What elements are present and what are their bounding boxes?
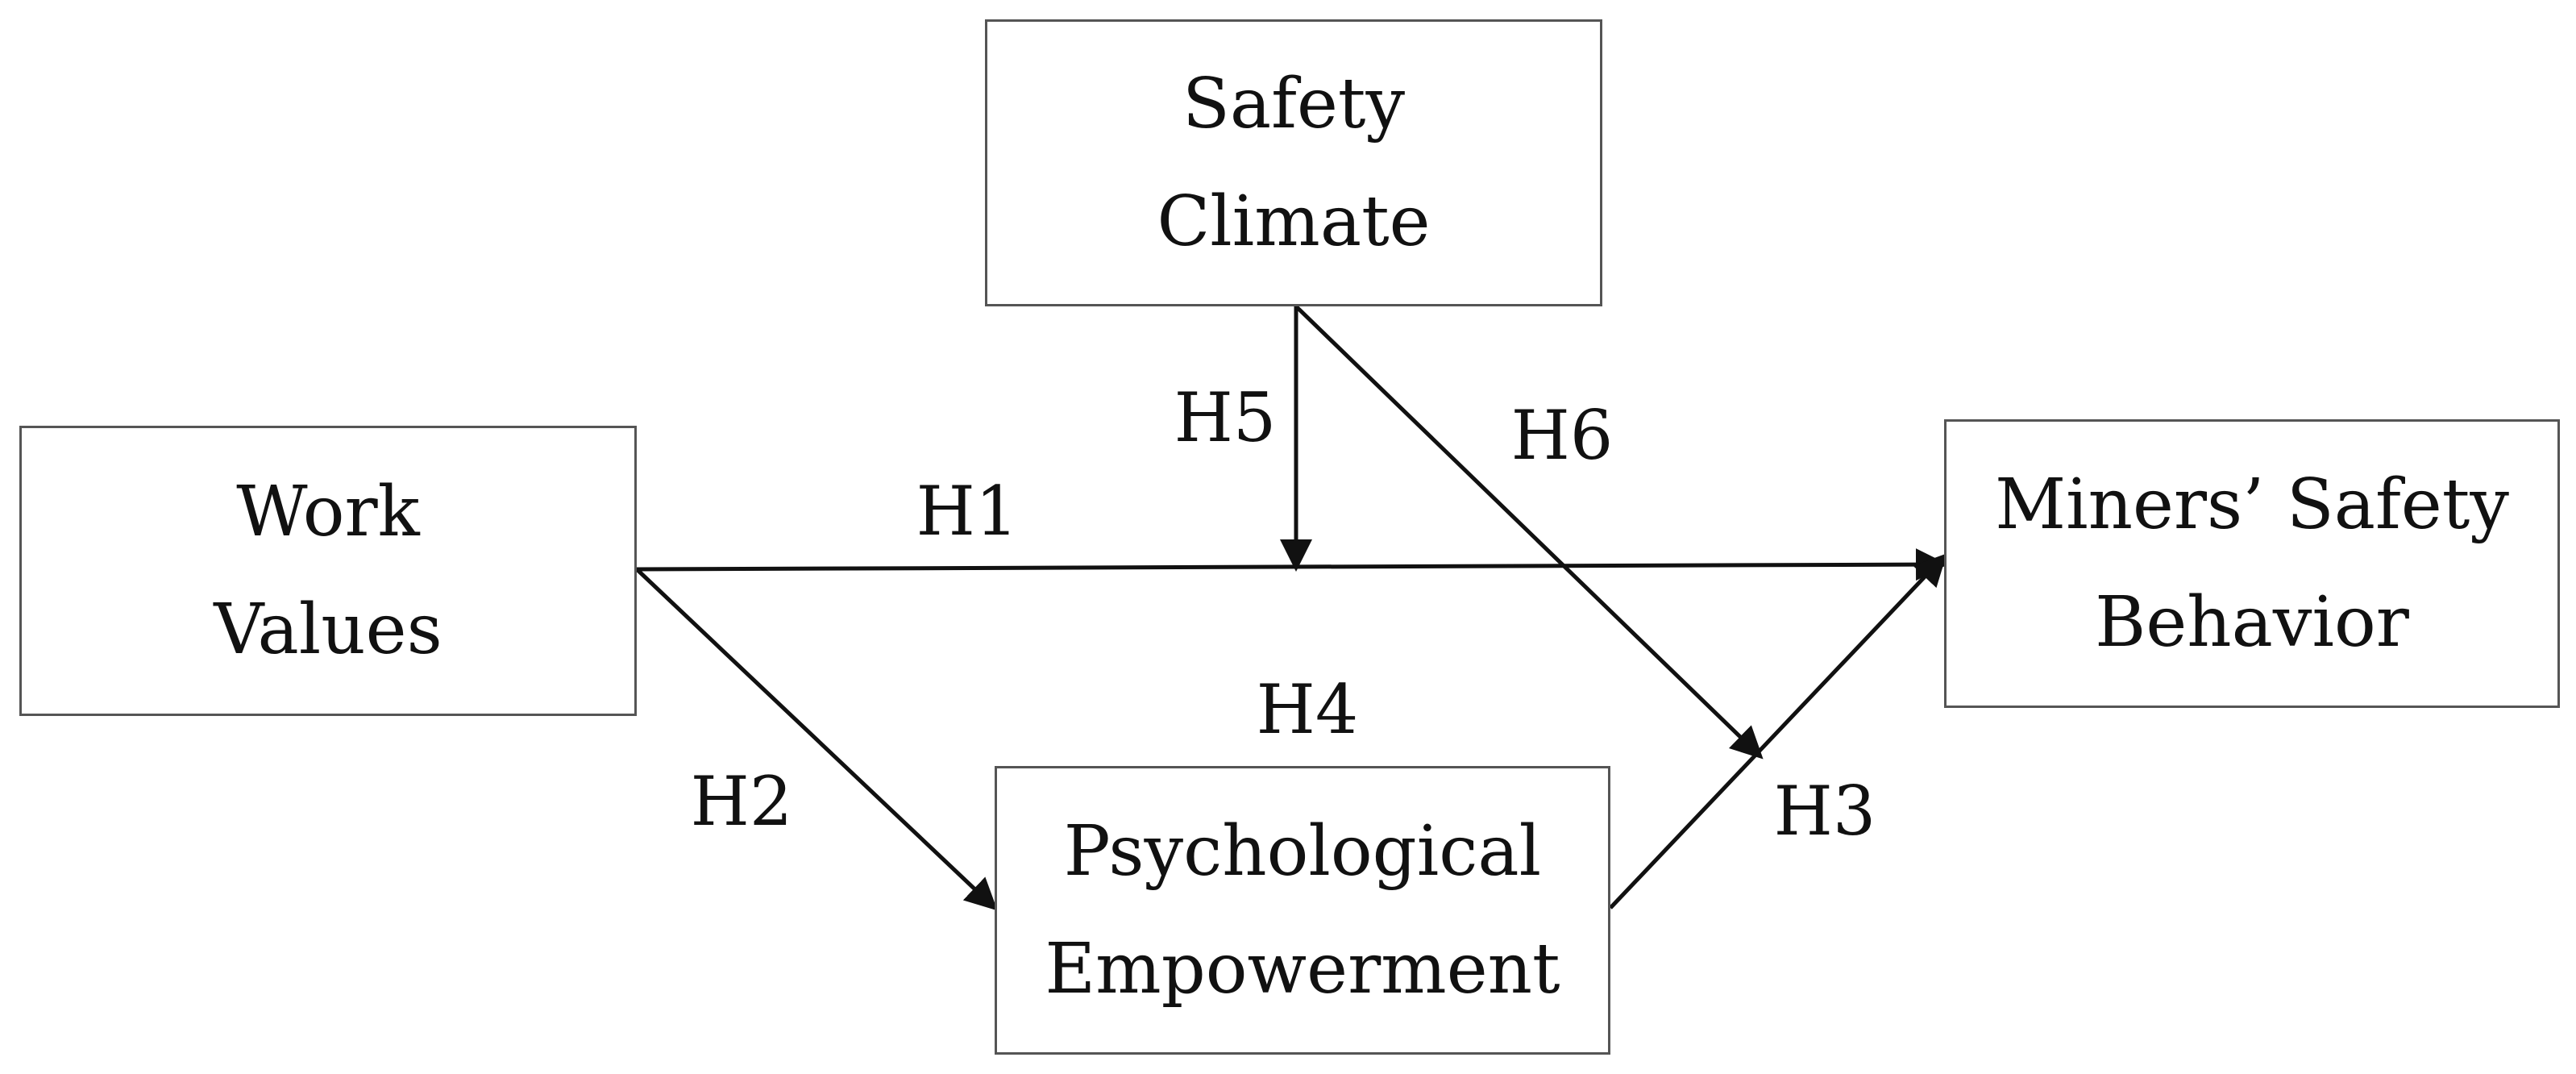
node-miners-safety-behavior: Miners’ Safety Behavior [1944,419,2560,708]
edge-h1-arrow [636,548,1948,581]
node-miners-safety-behavior-line2: Behavior [2095,582,2409,663]
node-safety-climate-line2: Climate [1157,181,1431,262]
node-work-values-line2: Values [214,589,442,670]
node-safety-climate-line1: Safety [1182,64,1406,144]
edge-label-h1: H1 [916,472,1019,551]
edge-label-h6: H6 [1510,396,1614,475]
node-miners-safety-behavior-line1: Miners’ Safety [1995,464,2509,545]
node-psychological-empowerment-line1: Psychological [1063,811,1542,892]
node-psychological-empowerment-line2: Empowerment [1045,929,1560,1009]
node-work-values-line1: Work [236,472,420,552]
node-safety-climate: Safety Climate [985,19,1602,306]
edge-h2-arrow [635,568,998,911]
edge-h3-arrow [1609,553,1947,910]
edge-label-h2: H2 [690,762,793,841]
edge-label-h3: H3 [1773,772,1876,851]
edge-label-h4: H4 [1256,670,1359,749]
edge-label-h5: H5 [1174,378,1277,457]
node-work-values: Work Values [19,426,637,716]
edge-h6-arrow [1294,305,1764,760]
node-psychological-empowerment: Psychological Empowerment [995,766,1610,1055]
